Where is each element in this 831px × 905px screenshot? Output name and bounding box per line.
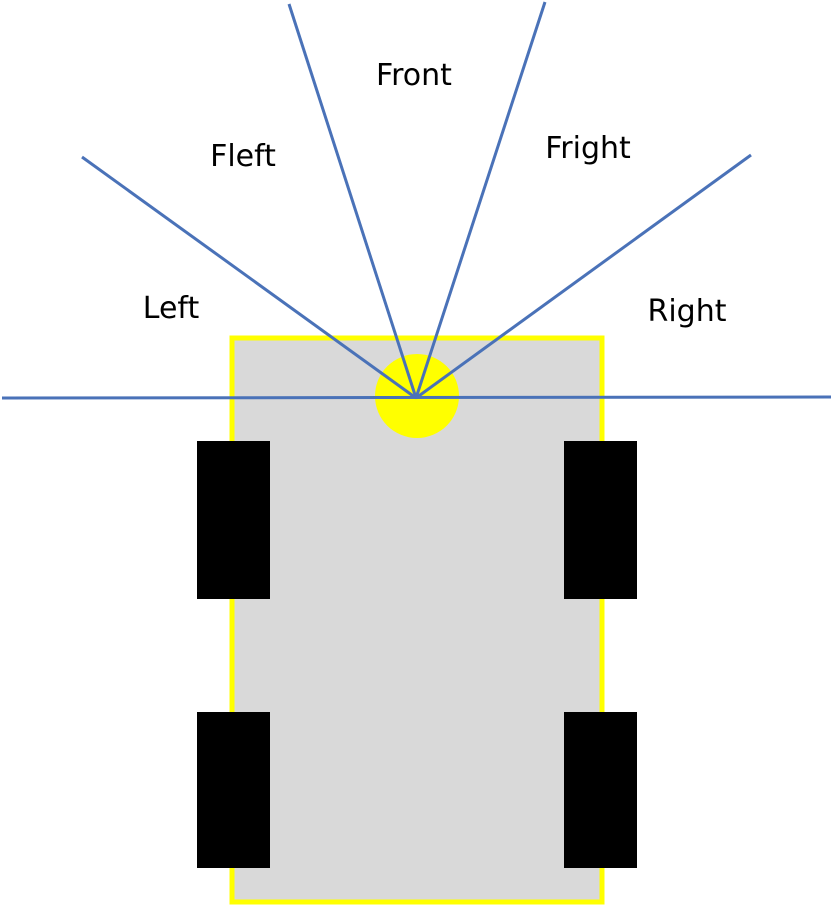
front-fright-boundary-line (414, 1, 547, 399)
wheel-front-left (197, 441, 270, 599)
sensor-boundary-lines (1, 1, 831, 400)
fleft-front-boundary-line (287, 3, 418, 399)
left-label: Left (143, 291, 200, 326)
left-fleft-boundary-line (81, 155, 417, 400)
fright-right-boundary-line (415, 153, 752, 400)
wheel-rear-right (564, 712, 637, 868)
wheel-front-right (564, 441, 637, 599)
fright-label: Fright (545, 131, 631, 166)
front-label: Front (376, 58, 452, 93)
fleft-label: Fleft (210, 139, 276, 174)
right-label: Right (648, 294, 727, 329)
wheel-rear-left (197, 712, 270, 868)
